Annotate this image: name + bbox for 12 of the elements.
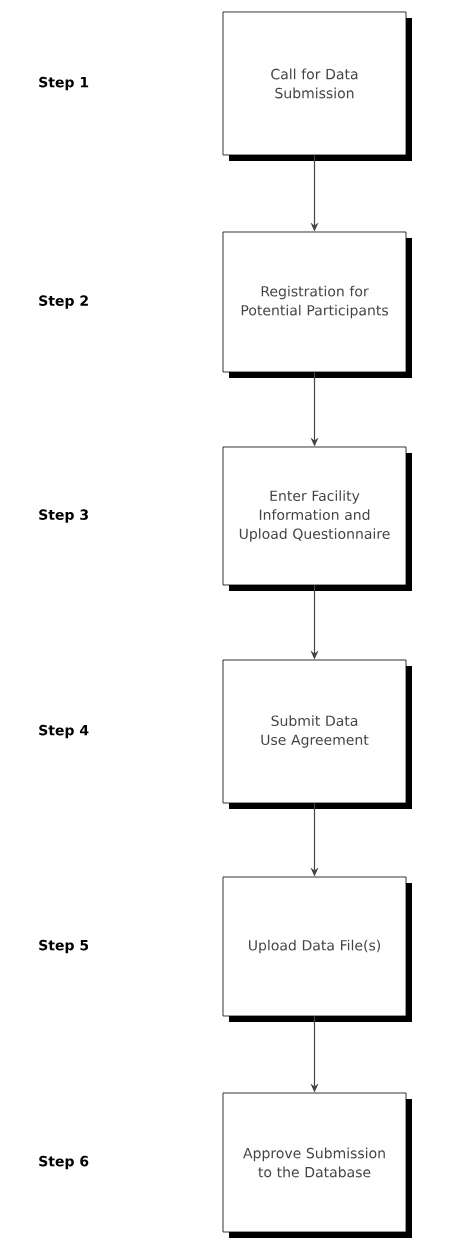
process-box: Enter Facility Information and Upload Questionnaire bbox=[222, 446, 412, 591]
step-label: Step 2 bbox=[39, 295, 88, 309]
process-box: Call for Data Submission bbox=[222, 11, 412, 161]
step-label: Step 1 bbox=[39, 76, 89, 91]
step-label: Step 6 bbox=[39, 1155, 89, 1170]
step-label: Step 5 bbox=[39, 939, 89, 954]
process-box: Upload Data File(s) bbox=[222, 876, 412, 1022]
step-label: Step 3 bbox=[39, 509, 88, 523]
process-box: Approve Submission to the Database bbox=[222, 1092, 412, 1238]
step-label: Step 4 bbox=[39, 724, 89, 739]
process-box: Registration for Potential Participants bbox=[222, 231, 412, 378]
process-box: Submit Data Use Agreement bbox=[222, 659, 412, 809]
